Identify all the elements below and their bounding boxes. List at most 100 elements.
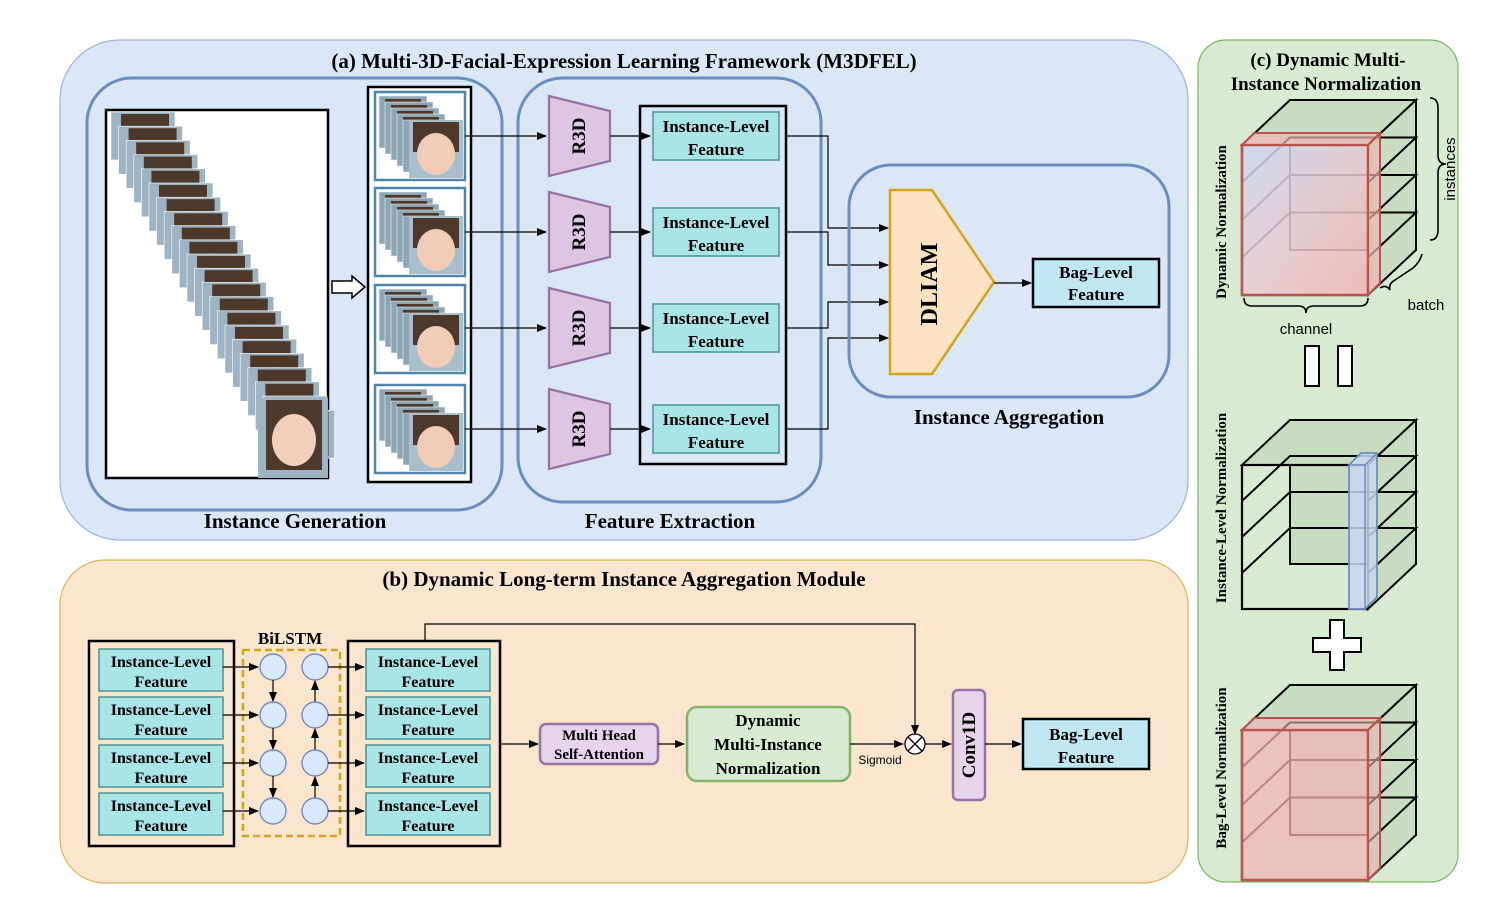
channel-label: channel — [1280, 321, 1333, 338]
feature-line2: Feature — [134, 674, 187, 691]
sigmoid-label: Sigmoid — [858, 753, 901, 767]
feature-line1: Instance-Level — [111, 798, 212, 815]
label-instance-aggregation: Instance Aggregation — [914, 405, 1105, 429]
lstm-cell — [301, 797, 329, 825]
instance-clip — [373, 90, 467, 182]
mhsa-line1: Multi Head — [562, 728, 636, 744]
feature-line1: Instance-Level — [111, 750, 212, 767]
instance-clip — [373, 186, 467, 278]
feature-line1: Instance-Level — [378, 798, 479, 815]
feature-line1: Instance-Level — [378, 654, 479, 671]
feature-line2: Feature — [134, 722, 187, 739]
panel-a: (a) Multi-3D-Facial-Expression Learning … — [59, 39, 1189, 541]
lstm-cell — [259, 797, 287, 825]
lstm-cell — [301, 749, 329, 777]
conv1d-label: Conv1D — [959, 712, 980, 779]
feature-line2: Feature — [401, 770, 454, 787]
feature-line1: Instance-Level — [111, 702, 212, 719]
r3d-layer: R3D R3D R3D R3D — [547, 94, 612, 471]
panel-b: (b) Dynamic Long-term Instance Aggregati… — [59, 559, 1189, 884]
bag-feature-a-line2: Feature — [1068, 285, 1125, 304]
bag-feature-b-line1: Bag-Level — [1049, 725, 1123, 744]
dmin-line3: Normalization — [716, 759, 821, 778]
feature-line2: Feature — [688, 332, 745, 351]
feature-line2: Feature — [134, 818, 187, 835]
feature-line1: Instance-Level — [663, 117, 770, 136]
instance-clip — [373, 383, 467, 475]
dliam-label: DLIAM — [917, 243, 943, 326]
instance-aggregation-group — [847, 163, 1171, 399]
feature-line2: Feature — [401, 818, 454, 835]
conv1d-block — [951, 688, 987, 802]
hollow-arrow-icon — [331, 274, 367, 300]
bilstm-box — [241, 648, 342, 838]
equals-icon — [1304, 345, 1353, 387]
label-feature-extraction: Feature Extraction — [585, 509, 756, 533]
feature-stack-box — [638, 104, 788, 466]
dynamic-normalization-label: Dynamic Normalization — [1214, 144, 1230, 298]
r3d-block: R3D — [547, 190, 612, 274]
instance-generation-group — [85, 76, 504, 512]
instance-feature-layer: Instance-LevelFeatureInstance-LevelFeatu… — [652, 111, 780, 454]
output-feature-list: Instance-LevelFeatureInstance-LevelFeatu… — [365, 648, 491, 836]
bilstm-cells — [223, 653, 365, 825]
feature-line1: Instance-Level — [663, 213, 770, 232]
r3d-label: R3D — [569, 118, 590, 155]
feature-line2: Feature — [688, 140, 745, 159]
r3d-label: R3D — [569, 310, 590, 347]
feature-line2: Feature — [134, 770, 187, 787]
lstm-cell — [301, 701, 329, 729]
r3d-block: R3D — [547, 286, 612, 370]
panel-c: (c) Dynamic Multi- Instance Normalizatio… — [1197, 39, 1459, 883]
feature-line1: Instance-Level — [378, 750, 479, 767]
input-feature-list: Instance-LevelFeatureInstance-LevelFeatu… — [98, 648, 224, 836]
panel-c-title-line2: Instance Normalization — [1231, 74, 1422, 95]
feature-line1: Instance-Level — [111, 654, 212, 671]
bag-feature-a-line1: Bag-Level — [1059, 263, 1133, 282]
bag-level-feature-a — [1031, 257, 1161, 309]
bag-feature-b-line2: Feature — [1058, 748, 1115, 767]
bag-level-normalization-label: Bag-Level Normalization — [1214, 687, 1230, 849]
multiply-circle-icon — [904, 733, 926, 755]
panel-a-arrows — [465, 132, 889, 433]
bag-highlight — [1240, 728, 1370, 882]
feature-line1: Instance-Level — [378, 702, 479, 719]
frame-stack — [110, 111, 335, 478]
lstm-cell — [259, 701, 287, 729]
lstm-cell — [259, 749, 287, 777]
panel-b-title: (b) Dynamic Long-term Instance Aggregati… — [382, 567, 865, 591]
instance-highlight — [1348, 452, 1378, 610]
mhsa-line2: Self-Attention — [554, 747, 645, 763]
feature-line2: Feature — [401, 722, 454, 739]
instance-clips — [373, 90, 467, 475]
r3d-block: R3D — [547, 387, 612, 471]
lstm-cell — [259, 653, 287, 681]
dliam-block — [888, 188, 996, 376]
r3d-label: R3D — [569, 411, 590, 448]
r3d-label: R3D — [569, 214, 590, 251]
batch-label: batch — [1408, 297, 1445, 314]
panel-c-title-line1: (c) Dynamic Multi- — [1250, 50, 1405, 71]
instance-clip — [373, 283, 467, 375]
feature-line2: Feature — [688, 236, 745, 255]
instances-label: instances — [1442, 137, 1459, 200]
feature-line1: Instance-Level — [663, 410, 770, 429]
plus-icon — [1312, 619, 1362, 671]
lstm-cell — [301, 653, 329, 681]
panel-a-title: (a) Multi-3D-Facial-Expression Learning … — [331, 49, 916, 73]
bag-level-feature-b — [1021, 717, 1151, 771]
label-instance-generation: Instance Generation — [204, 509, 387, 533]
dynamic-highlight — [1240, 143, 1370, 297]
